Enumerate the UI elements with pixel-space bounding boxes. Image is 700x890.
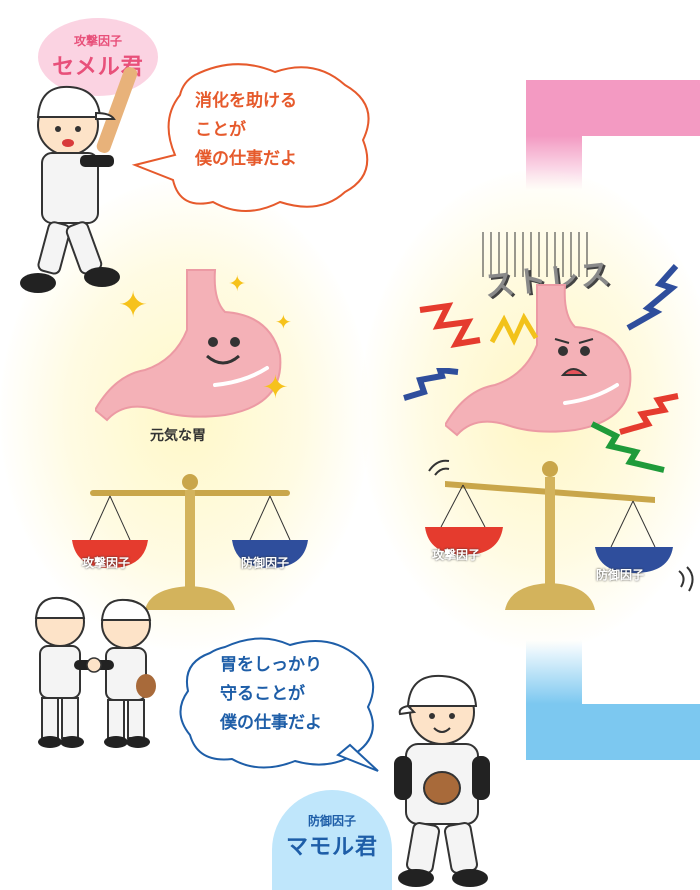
lightning-red-left <box>419 302 481 348</box>
stressed-attack-pan-label: 攻撃因子 <box>432 548 481 562</box>
defender-badge: 防御因子 マモル君 <box>272 790 392 890</box>
sparkle-1: ✦ <box>118 285 149 326</box>
unbalanced-scale <box>425 459 694 610</box>
attacker-speech-bubble <box>131 63 370 212</box>
attacker-speech-text: 消化を助ける ことが 僕の仕事だよ <box>195 91 297 169</box>
stressed-stomach-illustration <box>445 284 632 437</box>
balanced-scale <box>72 474 308 610</box>
sparkle-4: ✦ <box>262 368 289 406</box>
healthy-stomach-caption: 元気な胃 <box>150 428 206 444</box>
healthy-attack-pan-label: 攻撃因子 <box>82 556 131 570</box>
defender-player-illustration <box>394 674 490 887</box>
lightning-red-right <box>619 393 679 435</box>
stressed-defense-pan-label: 防御因子 <box>596 568 645 582</box>
handshake-players-illustration <box>34 596 156 748</box>
blue-bracket <box>526 640 700 760</box>
defender-role-label: 防御因子 <box>307 814 356 828</box>
lightning-blue-left <box>403 368 459 401</box>
pink-bracket <box>526 80 700 190</box>
attacker-player-illustration <box>20 67 138 293</box>
attacker-role-label: 攻撃因子 <box>73 34 122 48</box>
healthy-stomach-illustration <box>95 269 282 422</box>
sparkle-2: ✦ <box>228 272 247 297</box>
defender-speech-bubble <box>179 637 379 772</box>
defender-name: マモル君 <box>285 835 378 860</box>
healthy-defense-pan-label: 防御因子 <box>241 556 290 570</box>
defender-speech-text: 胃をしっかり 守ることが 僕の仕事だよ <box>220 655 322 733</box>
stress-lines <box>482 232 588 277</box>
lightning-blue-right <box>626 264 679 331</box>
lightning-green <box>590 421 665 473</box>
sparkle-3: ✦ <box>275 310 292 334</box>
attacker-badge: 攻撃因子 セメル君 <box>38 18 158 96</box>
lightning-yellow <box>490 312 539 346</box>
